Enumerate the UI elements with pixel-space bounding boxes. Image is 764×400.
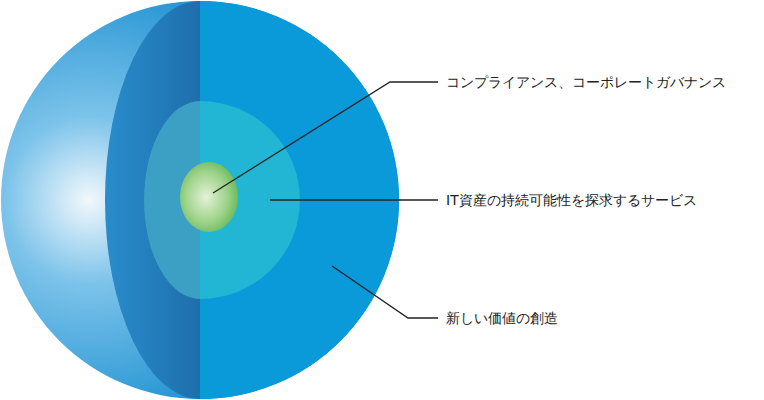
leader-line — [270, 199, 438, 200]
layer-label: 新しい価値の創造 — [446, 310, 558, 327]
layer-label: コンプライアンス、コーポレートガバナンス — [446, 74, 726, 91]
core-layer — [180, 162, 238, 232]
leader-line — [332, 266, 438, 318]
layer-label: IT資産の持続可能性を探求するサービス — [446, 192, 697, 209]
leader-line — [213, 82, 438, 193]
